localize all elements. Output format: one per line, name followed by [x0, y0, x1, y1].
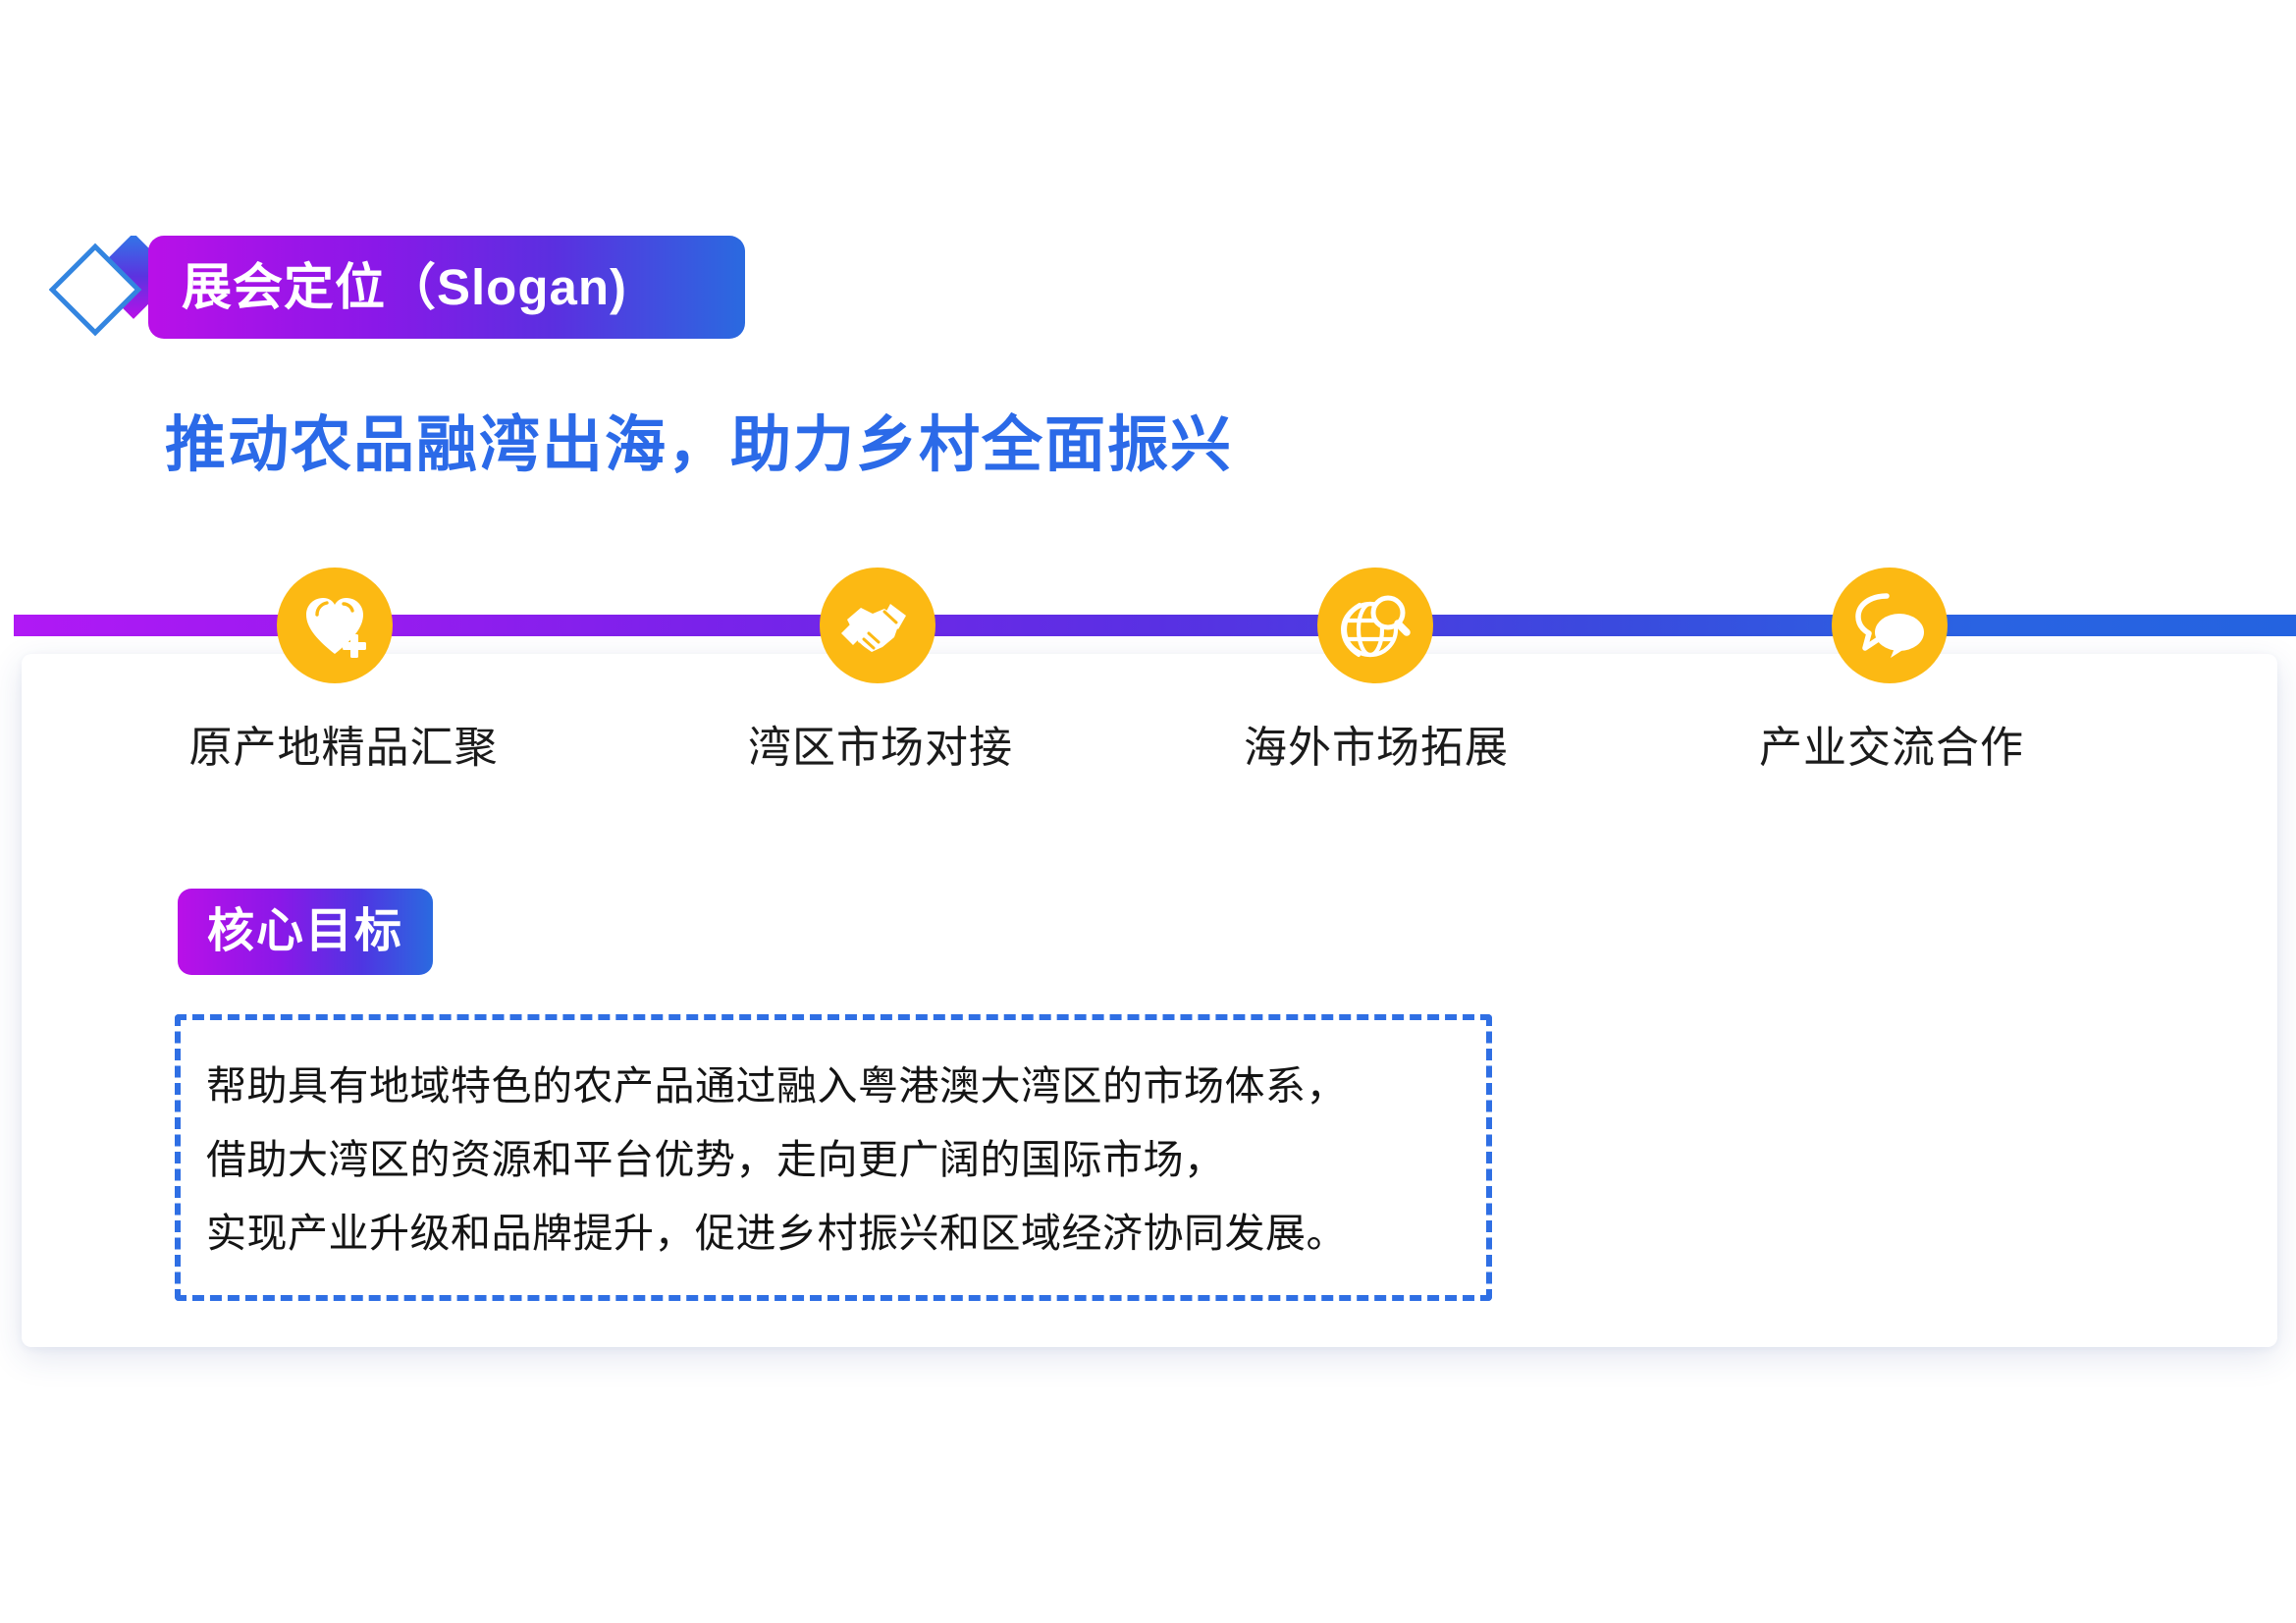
gradient-divider — [14, 615, 2296, 636]
core-goal-badge: 核心目标 — [178, 889, 434, 975]
core-goal-box: 帮助具有地域特色的农产品通过融入粤港澳大湾区的市场体系， 借助大湾区的资源和平台… — [175, 1014, 1492, 1301]
pillar-label-0: 原产地精品汇聚 — [188, 724, 499, 772]
content-card — [22, 654, 2277, 1347]
slogan-badge: 展会定位（Slogan) — [148, 236, 745, 339]
core-goal-badge-label: 核心目标 — [207, 905, 404, 957]
pillar-label-2: 海外市场拓展 — [1244, 724, 1509, 772]
page-title: 推动农品融湾出海，助力乡村全面振兴 — [165, 411, 1234, 479]
core-goal-line-0: 帮助具有地域特色的农产品通过融入粤港澳大湾区的市场体系， — [206, 1063, 1347, 1109]
globe-search-icon — [1317, 568, 1433, 683]
heart-plus-icon — [277, 568, 393, 683]
core-goal-line-1: 借助大湾区的资源和平台优势，走向更广阔的国际市场， — [206, 1137, 1225, 1182]
handshake-icon — [820, 568, 935, 683]
core-goal-line-2: 实现产业升级和品牌提升，促进乡村振兴和区域经济协同发展。 — [206, 1211, 1347, 1256]
pillar-label-1: 湾区市场对接 — [748, 724, 1013, 772]
pillar-label-3: 产业交流合作 — [1759, 724, 2024, 772]
chat-bubbles-icon — [1832, 568, 1948, 683]
slogan-badge-label: 展会定位（Slogan) — [182, 259, 627, 315]
